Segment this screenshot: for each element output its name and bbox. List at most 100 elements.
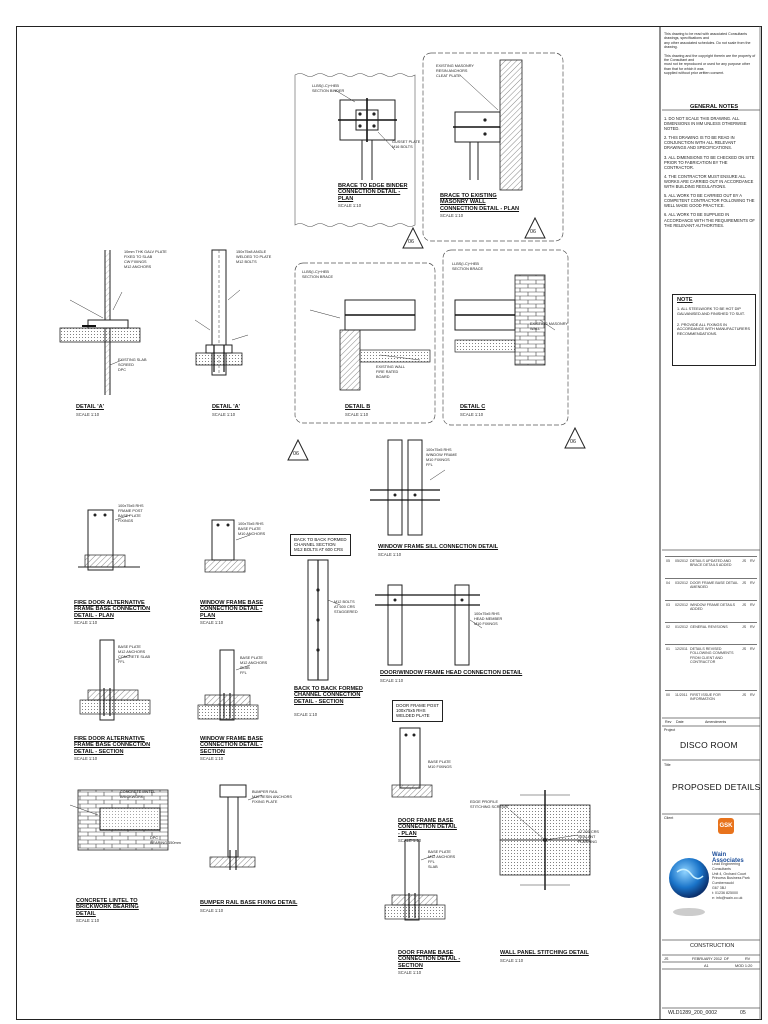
rev-date: 03/2012 bbox=[675, 581, 688, 585]
general-note: 5. ALL WORK TO BE CARRIED OUT BY A COMPE… bbox=[664, 193, 755, 209]
general-note: 3. ALL DIMENSIONS TO BE CHECKED ON SITE … bbox=[664, 154, 755, 170]
annotation: AT 300 CRS bbox=[578, 830, 599, 834]
general-notes-list: 1. DO NOT SCALE THIS DRAWING. ALL DIMENS… bbox=[664, 116, 756, 232]
annotation-group: 150x75x8 ANGLE WELDED TO PLATE M12 BOLTS bbox=[236, 250, 271, 265]
annotation-group: EXISTING SLAB SCREED DPC bbox=[118, 358, 147, 373]
status: CONSTRUCTION bbox=[690, 943, 735, 949]
annotation-group: 100x75x5 RHS HEAD MEMBER M10 FIXINGS bbox=[474, 612, 502, 627]
section-marker-label: 06 bbox=[293, 451, 299, 457]
detail-scale: SCALE 1:10 bbox=[398, 838, 422, 843]
consultant-line: Lead Engineering Consultants bbox=[712, 862, 741, 871]
annotation: LLBS(I-C)+HEB bbox=[452, 262, 479, 266]
note-item: 1. ALL STEELWORK TO BE HOT DIP GALVANISE… bbox=[677, 307, 745, 316]
annotation-group: BASE PLATE M10 FIXINGS bbox=[428, 760, 452, 770]
annotation-group: LLBS(I-C)+HEB SECTION BINDER bbox=[312, 84, 344, 94]
annotation: M16 BOLTS bbox=[392, 145, 413, 149]
annotation: SECTION BRACE bbox=[452, 267, 484, 271]
client-label: Client bbox=[664, 816, 674, 820]
annotation-group: GUSSET PLATE M16 BOLTS bbox=[392, 140, 420, 150]
revision-row: 00 11/2011 FIRST ISSUE FOR INFORMATION J… bbox=[665, 690, 757, 707]
rev-desc: WINDOW FRAME DETAILS ADDED bbox=[690, 603, 736, 612]
annotation: M10 FIXINGS bbox=[428, 765, 452, 769]
brace-edge-binder-drawing bbox=[294, 73, 416, 227]
annotation-group: 100x75x5 RHS FRAME POST BASE PLATE FIXIN… bbox=[118, 504, 144, 524]
door-frame-callout: DOOR FRAME POST 100x75x5 RHS WELDED PLAT… bbox=[392, 700, 443, 722]
header-line: supplied without prior written consent. bbox=[664, 71, 725, 76]
rev-by: JS bbox=[742, 693, 747, 697]
annotation: GUSSET PLATE bbox=[392, 140, 421, 144]
rev-desc: DETAILS REVISED FOLLOWING COMMENTS FROM … bbox=[690, 647, 734, 665]
annotation: HEAD MEMBER bbox=[474, 617, 503, 621]
detail-scale: SCALE 1:10 bbox=[460, 412, 484, 417]
annotation: M10 RESIN ANCHORS bbox=[252, 795, 292, 799]
annotation: RESIN ANCHORS bbox=[436, 69, 468, 73]
header-disclaimer: This drawing to be read with associated … bbox=[664, 32, 758, 76]
annotation-group: BUMPER RAIL M10 RESIN ANCHORS FIXING PLA… bbox=[252, 790, 292, 805]
annotation: STITCHING SCREWS bbox=[470, 805, 509, 809]
annotation: SECTION BRACE bbox=[302, 275, 334, 279]
window-sill-drawing bbox=[370, 439, 446, 536]
bumper-rail-drawing bbox=[209, 784, 263, 870]
back-to-back-channel-drawing bbox=[307, 559, 341, 681]
annotation: STAGGERED bbox=[334, 610, 358, 614]
rev-chk: RV bbox=[750, 559, 755, 563]
rev-chk: RV bbox=[750, 625, 755, 629]
annotation: SCREED bbox=[118, 363, 134, 367]
annotation: 100x75x5 RHS bbox=[118, 504, 144, 508]
revision-row: 03 02/2012 WINDOW FRAME DETAILS ADDED JS… bbox=[665, 600, 757, 617]
project-label: Project bbox=[664, 728, 676, 732]
rev-by: JS bbox=[742, 603, 747, 607]
detail-title: WINDOW FRAME SILL CONNECTION DETAIL bbox=[378, 544, 499, 550]
detail-title: WINDOW FRAME BASE CONNECTION DETAIL - PL… bbox=[200, 600, 264, 619]
annotation: BUMPER RAIL bbox=[252, 790, 278, 794]
annotation: 100x75x5 RHS bbox=[426, 448, 452, 452]
annotation: M12 ANCHORS bbox=[124, 265, 152, 269]
meta-value: RV bbox=[745, 957, 751, 961]
annotation: WELDED TO PLATE bbox=[236, 255, 272, 259]
detail-scale: SCALE 1:10 bbox=[200, 756, 224, 761]
detail-scale: SCALE 1:10 bbox=[76, 918, 100, 923]
annotation: FFL bbox=[118, 660, 125, 664]
annotation: CW FIXINGS bbox=[124, 260, 147, 264]
annotation: M12 BOLTS bbox=[236, 260, 257, 264]
rev-chk: RV bbox=[750, 647, 755, 651]
consultant-block: Wain Associates Lead Engineering Consult… bbox=[665, 848, 757, 938]
detail-title: DETAIL B bbox=[345, 404, 371, 410]
revision-row: 04 03/2012 DOOR FRAME BASE DETAIL AMENDE… bbox=[665, 578, 757, 595]
detail-scale: SCALE 1:10 bbox=[200, 620, 224, 625]
header-line: must not be reproduced or used for any p… bbox=[664, 62, 751, 71]
detail-scale: SCALE 1:10 bbox=[212, 412, 236, 417]
annotation: DPC bbox=[150, 836, 159, 840]
rev-desc: DOOR FRAME BASE DETAIL AMENDED bbox=[690, 581, 739, 590]
annotation-group: EDGE PROFILE STITCHING SCREWS bbox=[470, 800, 508, 810]
detail-scale: SCALE 1:10 bbox=[294, 712, 318, 717]
detail-scale: SCALE 1:10 bbox=[76, 412, 100, 417]
detail-title: FIRE DOOR ALTERNATIVE FRAME BASE CONNECT… bbox=[74, 600, 151, 619]
meta-value: MOD 1:20 bbox=[735, 964, 753, 968]
drawing-number: WLD1289_200_0002 bbox=[668, 1010, 718, 1016]
general-note: 6. ALL WORK TO BE SUPPLIED IN ACCORDANCE… bbox=[664, 212, 755, 228]
project-name: DISCO ROOM bbox=[680, 740, 738, 750]
annotation: WELDED PLATE bbox=[396, 713, 430, 719]
detail-scale: SCALE 1:10 bbox=[345, 412, 369, 417]
annotation: SLAB bbox=[240, 666, 250, 670]
brace-masonry-drawing bbox=[422, 52, 564, 242]
rev-number: 05 bbox=[666, 559, 670, 563]
detail-title: CONCRETE LINTEL TO BRICKWORK BEARING DET… bbox=[76, 898, 139, 917]
revision-row: 05 05/2012 DETAILS UPDATED AND BRACE DET… bbox=[665, 556, 757, 573]
rev-number: 03 bbox=[666, 603, 670, 607]
detail-title: DETAIL 'A' bbox=[76, 404, 104, 410]
annotation: CONCRETE SLAB bbox=[118, 655, 151, 659]
section-markers bbox=[287, 216, 586, 461]
annotation: EXISTING SLAB bbox=[118, 358, 147, 362]
rev-chk: RV bbox=[750, 693, 755, 697]
header-line: any other associated schedules. Do not s… bbox=[664, 40, 751, 50]
general-notes-title: GENERAL NOTES bbox=[690, 104, 739, 110]
header-line: This drawing and the copyright therein a… bbox=[664, 53, 756, 63]
rev-by: JS bbox=[742, 559, 747, 563]
annotation: M12 ANCHORS bbox=[118, 650, 146, 654]
door-base-plan-drawing bbox=[391, 727, 433, 798]
detail-title: BRACE TO EXISTING MASONRY WALL CONNECTIO… bbox=[440, 193, 520, 212]
